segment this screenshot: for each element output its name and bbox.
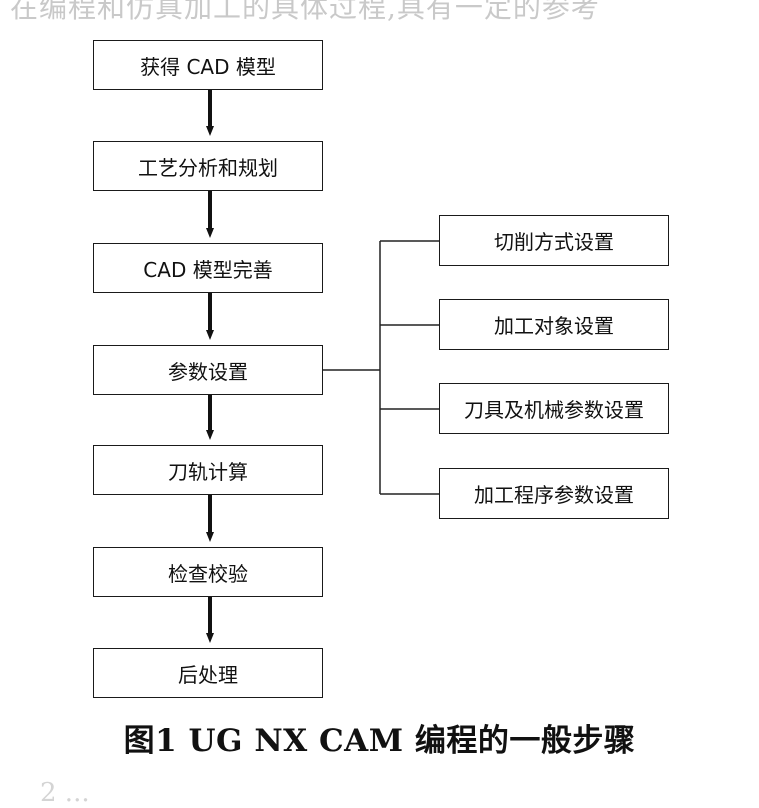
step-label: 参数设置 — [168, 359, 248, 384]
step-process-planning: 工艺分析和规划 — [93, 141, 323, 191]
step-label: 工艺分析和规划 — [138, 155, 278, 180]
step-label: 刀轨计算 — [168, 459, 248, 484]
step-label: 检查校验 — [168, 561, 248, 586]
substep-program-params: 加工程序参数设置 — [439, 468, 669, 519]
step-cad-model-refine: CAD 模型完善 — [93, 243, 323, 293]
figure-caption: 图1 UG NX CAM 编程的一般步骤 — [123, 723, 636, 759]
substep-label: 切削方式设置 — [494, 230, 614, 254]
step-post-process: 后处理 — [93, 648, 323, 698]
step-verification: 检查校验 — [93, 547, 323, 597]
step-label: 获得 CAD 模型 — [140, 54, 276, 79]
substep-label: 刀具及机械参数设置 — [464, 398, 644, 422]
step-parameter-setting: 参数设置 — [93, 345, 323, 395]
substep-label: 加工对象设置 — [494, 314, 614, 338]
step-label: 后处理 — [178, 662, 238, 687]
substep-machining-object: 加工对象设置 — [439, 299, 669, 350]
substep-label: 加工程序参数设置 — [474, 483, 634, 507]
branch-connector-lines — [323, 240, 439, 495]
cropped-body-text-top: 在编程和仿真加工的具体过程,具有一定的参考 — [10, 0, 600, 24]
step-get-cad-model: 获得 CAD 模型 — [93, 40, 323, 90]
cropped-body-text-bottom: 2 ... — [40, 778, 90, 808]
step-label: CAD 模型完善 — [143, 257, 273, 282]
step-toolpath-calc: 刀轨计算 — [93, 445, 323, 495]
substep-tool-machine-params: 刀具及机械参数设置 — [439, 383, 669, 434]
substep-cut-mode: 切削方式设置 — [439, 215, 669, 266]
